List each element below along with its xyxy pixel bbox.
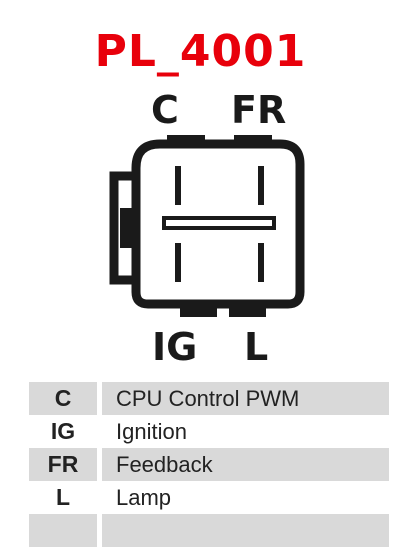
- pin-code: C: [29, 382, 102, 415]
- pin-description: Ignition: [116, 418, 187, 444]
- part-number-title: PL_4001: [94, 26, 307, 77]
- table-row: C CPU Control PWM: [29, 382, 389, 415]
- pin-description: Lamp: [116, 484, 172, 510]
- pin-code: L: [29, 481, 102, 514]
- pin-description-table: C CPU Control PWM IG Ignition FR Feedbac…: [29, 382, 389, 547]
- table-row: [29, 514, 389, 547]
- pin-description: [102, 514, 389, 547]
- table-row: L Lamp: [29, 481, 389, 514]
- center-key-bar: [162, 216, 276, 230]
- pin-label-l: L: [244, 325, 269, 369]
- pin-label-fr: FR: [231, 88, 287, 132]
- pin-code: IG: [29, 415, 102, 448]
- pin-description: Feedback: [102, 448, 389, 481]
- pin-code: FR: [29, 448, 102, 481]
- pin-label-ig: IG: [152, 325, 198, 369]
- latch-bracket: [109, 171, 134, 285]
- table-row: IG Ignition: [29, 415, 389, 448]
- pin-code: [29, 514, 102, 547]
- table-row: FR Feedback: [29, 448, 389, 481]
- pin-description: CPU Control PWM: [102, 382, 389, 415]
- pin-label-c: C: [151, 88, 179, 132]
